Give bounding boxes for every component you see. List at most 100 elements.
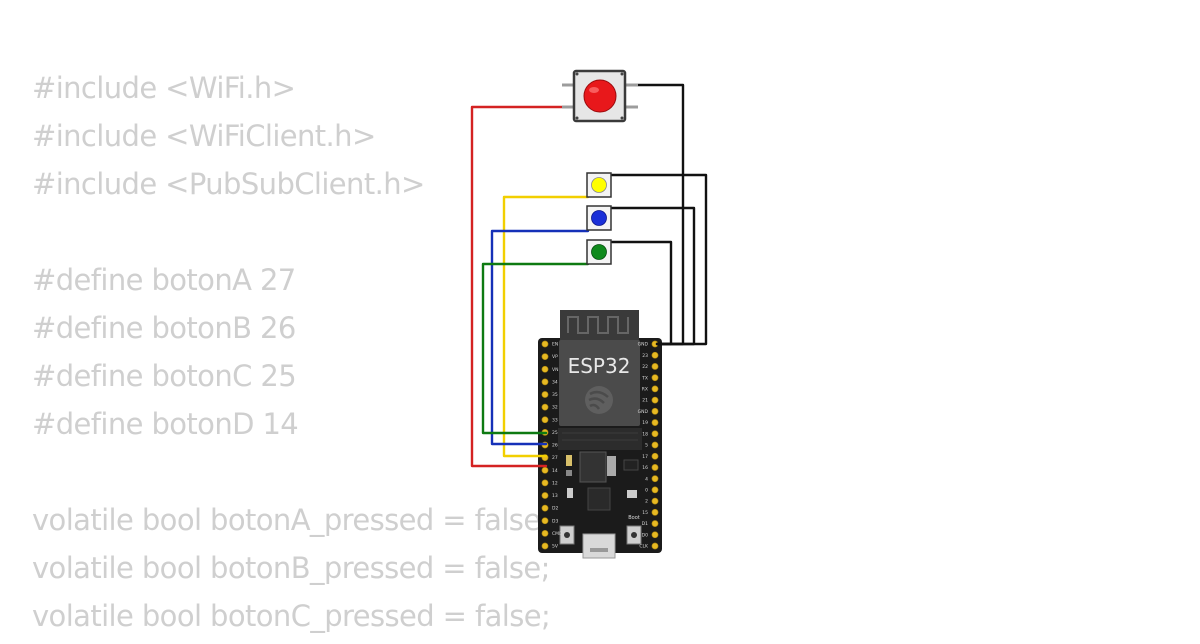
- code-line: #include <PubSubClient.h>: [32, 167, 425, 201]
- left-pin[interactable]: [541, 340, 549, 348]
- right-pin-label: 16: [642, 465, 648, 471]
- right-pin[interactable]: [651, 497, 659, 505]
- code-line: volatile bool botonC_pressed = false;: [32, 599, 551, 633]
- button-yellow[interactable]: [586, 172, 612, 198]
- left-pin-label: VP: [552, 354, 558, 360]
- voltage-regulator: [579, 451, 607, 483]
- code-line: #include <WiFiClient.h>: [32, 119, 376, 153]
- wire-yellow: [502, 195, 590, 458]
- left-pin-label: 13: [552, 493, 558, 499]
- left-pin-label: 12: [552, 480, 558, 486]
- boot-button[interactable]: [626, 525, 642, 545]
- left-pin[interactable]: [541, 542, 549, 550]
- right-pin-label: 22: [642, 364, 648, 370]
- wire-red: [470, 105, 580, 468]
- espressif-logo-icon: [585, 386, 613, 414]
- boot-label: Boot: [628, 515, 640, 521]
- right-pin-label: 4: [645, 476, 648, 482]
- code-listing: #include <WiFi.h>#include <WiFiClient.h>…: [32, 68, 551, 644]
- right-pin[interactable]: [651, 464, 659, 471]
- right-pin-label: 2: [645, 499, 648, 505]
- right-pin[interactable]: [651, 486, 659, 494]
- left-pin-label: 26: [552, 443, 558, 449]
- wire-black-blue: [610, 206, 696, 346]
- right-pin[interactable]: [651, 419, 659, 426]
- left-pin[interactable]: [541, 466, 549, 474]
- wire-green: [481, 262, 590, 435]
- code-line: #define botonC 25: [32, 359, 297, 393]
- code-line: #define botonA 27: [32, 263, 296, 297]
- right-pin[interactable]: [651, 452, 659, 460]
- circuit-diagram: ESP32 Boot ENVPVN34353233252627141213D2D…: [470, 69, 708, 559]
- left-pin-label: 33: [552, 417, 558, 423]
- left-pin-label: 27: [552, 455, 558, 461]
- right-pin-label: 17: [642, 454, 648, 460]
- pushbutton-cap[interactable]: [583, 79, 617, 113]
- right-pin-label: GND: [638, 409, 649, 415]
- capacitor: [607, 456, 616, 476]
- left-pin[interactable]: [541, 479, 549, 487]
- right-pin[interactable]: [651, 542, 659, 550]
- right-pin-label: CLK: [639, 544, 649, 550]
- left-pin[interactable]: [541, 416, 549, 424]
- right-pin-label: 5: [645, 443, 648, 449]
- right-pin[interactable]: [651, 508, 659, 516]
- left-pin-label: 14: [552, 468, 558, 474]
- left-pin-label: 35: [552, 392, 558, 398]
- right-pin-label: 23: [642, 353, 648, 359]
- left-pin[interactable]: [541, 517, 549, 525]
- left-pin[interactable]: [541, 365, 549, 373]
- right-pin-label: RX: [642, 386, 648, 392]
- left-pin[interactable]: [541, 378, 549, 386]
- button-green[interactable]: [586, 239, 612, 265]
- right-pin[interactable]: [651, 520, 659, 527]
- pushbutton[interactable]: [562, 69, 638, 123]
- left-pin[interactable]: [541, 353, 549, 361]
- left-pin-label: D3: [552, 518, 558, 524]
- right-pin-label: 0: [645, 487, 648, 493]
- left-pin[interactable]: [541, 403, 549, 411]
- left-pin-label: 25: [552, 430, 558, 436]
- right-pin[interactable]: [651, 441, 659, 449]
- right-pin-label: GND: [638, 342, 649, 348]
- wifi-antenna: [560, 310, 639, 344]
- wire-black-pushbutton: [623, 83, 685, 346]
- right-pin-label: D0: [642, 532, 648, 538]
- right-pin-label: 21: [642, 398, 648, 404]
- right-pin[interactable]: [651, 407, 659, 415]
- en-button[interactable]: [559, 525, 575, 545]
- esp32-label: ESP32: [568, 354, 631, 378]
- left-pin[interactable]: [541, 504, 549, 512]
- right-pin[interactable]: [651, 475, 659, 483]
- left-pin-label: CMD: [552, 531, 563, 537]
- usb-port[interactable]: [582, 533, 616, 559]
- right-pin[interactable]: [651, 374, 659, 382]
- right-pin[interactable]: [651, 531, 659, 539]
- left-pin-label: D2: [552, 506, 558, 512]
- right-pin[interactable]: [651, 396, 659, 404]
- wire-blue: [490, 229, 590, 446]
- wire-black-green: [610, 240, 673, 346]
- left-pin[interactable]: [541, 492, 549, 499]
- right-pin-label: TX: [641, 375, 648, 381]
- right-pin-label: D1: [642, 521, 648, 527]
- right-pin[interactable]: [651, 363, 659, 370]
- left-pin-label: 5V: [552, 544, 559, 550]
- right-pin[interactable]: [651, 351, 659, 359]
- code-line: #define botonB 26: [32, 311, 296, 345]
- left-pin-label: 32: [552, 405, 558, 411]
- left-pin-label: EN: [552, 342, 558, 348]
- button-blue[interactable]: [586, 205, 612, 231]
- right-pin[interactable]: [651, 385, 659, 393]
- left-pin[interactable]: [541, 529, 549, 537]
- usb-uart-chip: [587, 487, 611, 511]
- code-line: volatile bool botonA_pressed = false;: [32, 503, 550, 537]
- code-line: #define botonD 14: [32, 407, 299, 441]
- left-pin[interactable]: [541, 391, 549, 398]
- right-pin-label: 18: [642, 431, 648, 437]
- code-line: volatile bool botonB_pressed = false;: [32, 551, 550, 585]
- left-pin-label: 34: [552, 379, 558, 385]
- esp32-board[interactable]: ESP32 Boot ENVPVN34353233252627141213D2D…: [538, 310, 662, 559]
- right-pin[interactable]: [651, 430, 659, 438]
